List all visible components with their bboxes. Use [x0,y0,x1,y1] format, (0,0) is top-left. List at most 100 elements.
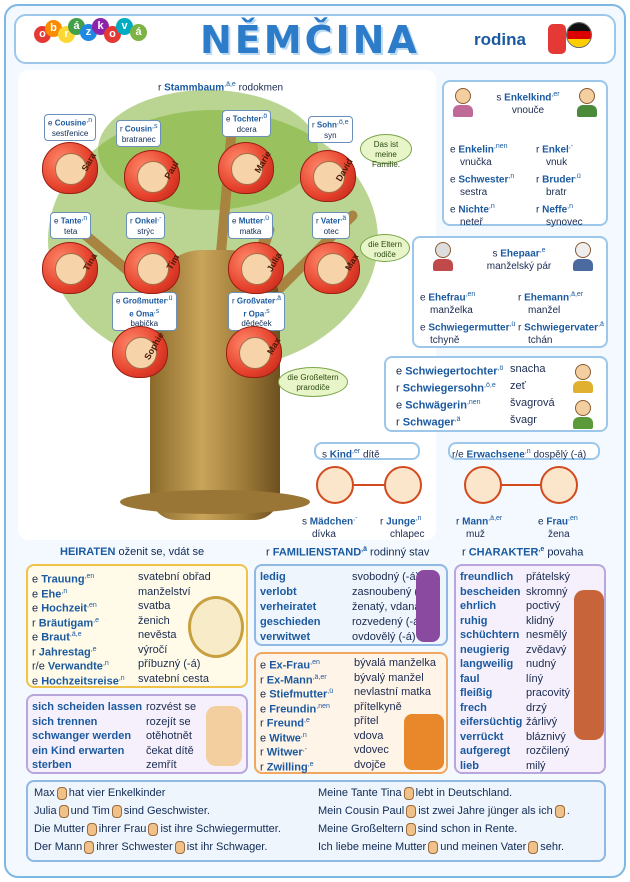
ex-term: e Ex-Frau,en [260,656,320,673]
text: Julia [34,805,57,817]
familienstand-term: verlobt [260,585,297,599]
heiraten-term-translation: manželství [138,585,191,599]
text: ,e [304,717,310,724]
verb-translation: otěhotnět [146,729,192,743]
text: eifersüchtig [460,716,523,728]
text: Ex-Mann [266,674,313,687]
text: Tante [60,216,82,226]
charakter-term: eifersüchtig [460,715,522,729]
ex-term-translation: bývalá manželka [354,656,436,670]
text: matka [239,226,262,236]
text: ,s [153,307,160,315]
flag-stripe [567,31,591,40]
flag-stripe [567,23,591,32]
charakter-translation: nudný [526,657,556,671]
text: bláznivý [526,730,566,743]
text: přítel [354,715,379,727]
text: Schwiegervater [524,322,599,334]
text: e [226,114,231,124]
text: tchyně [430,335,460,347]
familienstand-term: geschieden [260,615,321,629]
person-icon [406,804,417,818]
face-icon [137,161,169,193]
heiraten-term-translation: příbuzný (-á) [138,657,200,671]
apple-portrait: Marie [218,142,274,194]
text: Vater [320,216,341,226]
text: Freund [266,717,305,730]
heiraten-term: e Hochzeitsreise,n [32,672,125,689]
face-icon [125,337,157,369]
text: svatební obřad [138,571,211,583]
text: ,ä,er [569,291,584,298]
heiraten-term-translation: svatba [138,599,170,613]
text: ,n [415,515,422,522]
text: ,en [568,515,578,522]
text: nevěsta [138,629,177,641]
text: bratranec [121,134,156,144]
text: ,ä [275,295,281,302]
text: vnuk [546,157,568,169]
text: ,ö [261,113,268,120]
text: Bräutigam [38,617,94,630]
text: zemřít [146,759,177,771]
text: vdovec [354,744,389,756]
text: Max [343,251,361,273]
text: ,ü [509,321,516,328]
text: e [48,118,53,128]
text: drzý [526,701,547,714]
text: klidný [526,614,555,627]
text: teta [63,226,78,236]
boy-icon [576,88,598,118]
familienstand-translation: rozvedený (-á) [352,615,423,629]
text: e [32,602,39,615]
text: dcera [236,124,257,134]
worried-man-picture [574,590,604,740]
charakter-translation: klidný [526,614,554,628]
text: výročí [138,643,168,656]
text: Der Mann [34,841,83,853]
enkel-term: r Enkel,-vnuk [536,140,573,169]
page-subtitle: rodina [474,30,526,49]
face-icon [313,161,345,193]
text: verlobt [260,586,297,598]
text: ist ihr Schwager. [186,841,268,853]
text: Sohn [316,120,337,130]
text: r [260,761,264,774]
text: žena [548,529,570,541]
text: ,n [118,674,125,682]
text: e [260,703,267,716]
charakter-translation: přátelský [526,570,570,584]
text: ,nen [466,399,481,406]
ex-term-translation: vdovec [354,743,389,757]
text: ,nen [316,702,330,710]
text: r [536,144,540,156]
text: Ich liebe meine Mutter [318,841,427,853]
charakter-translation: rozčilený [526,744,569,758]
charakter-term: faul [460,672,480,686]
kid-term: s Mädchen,-dívka [302,512,357,541]
text: vdova [354,729,384,742]
ex-term: e Witwe,n [260,729,307,746]
charakter-term: fleißig [460,686,492,700]
text: nevlastní matka [354,686,432,698]
text: verheiratet [260,601,317,613]
bubble-eltern: die Eltern rodiče [360,234,410,262]
familienstand-translation: ženatý, vdaná [352,600,421,614]
text: ,e [90,645,97,653]
heiraten-term-translation: ženich [138,614,170,628]
mascot-icon [548,24,566,54]
text: e [32,675,39,688]
man-icon [572,400,594,430]
heiraten-term: e Braut,ä,e [32,628,82,645]
text: rozejít se [146,715,191,728]
grandfather-icon [572,242,594,272]
text: ,n [102,660,109,667]
text: r [396,416,400,429]
